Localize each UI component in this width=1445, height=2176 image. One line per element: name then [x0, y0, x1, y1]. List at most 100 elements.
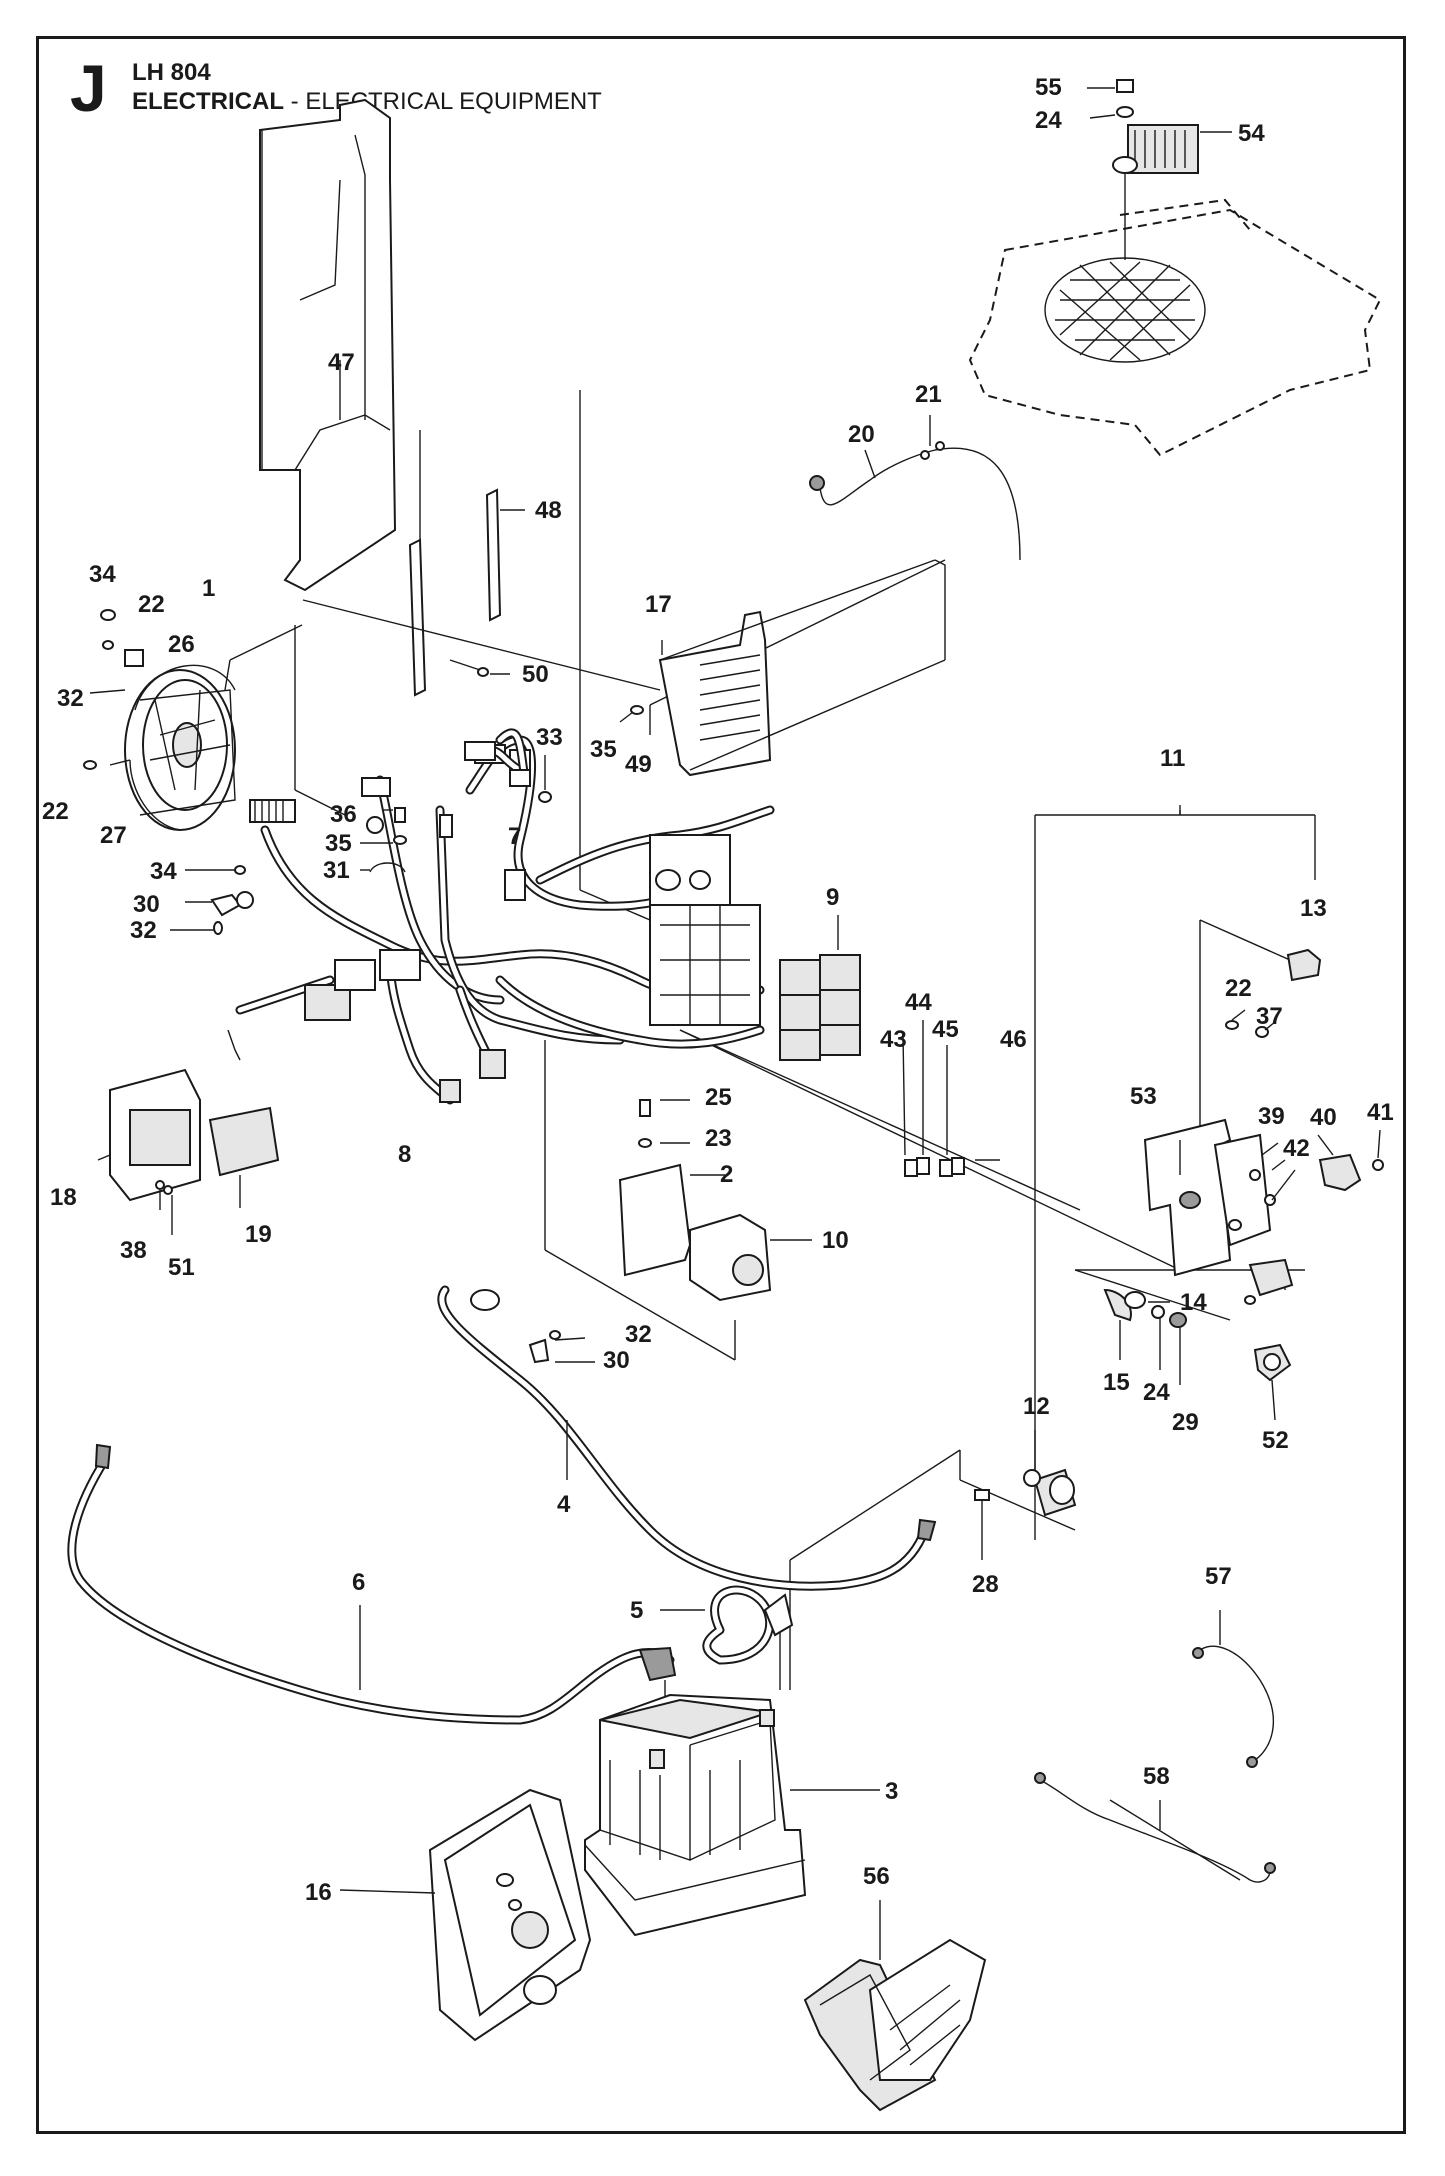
leader-lines: [294, 390, 1316, 1690]
callout-37: 37: [1256, 1003, 1283, 1030]
callout-24: 24: [1035, 107, 1062, 134]
callout-54: 54: [1238, 120, 1265, 147]
part-6-cable: [67, 1443, 677, 1790]
callout-53: 53: [1130, 1083, 1157, 1110]
callout-58: 58: [1143, 1763, 1170, 1790]
callout-23: 23: [705, 1125, 732, 1152]
part-17-module: [619, 559, 946, 777]
part-54-regulator: [1087, 79, 1232, 260]
part-3-battery: [584, 1693, 880, 1937]
callout-22b: 22: [42, 798, 69, 825]
callout-30b: 30: [603, 1347, 630, 1374]
callout-1: 1: [202, 575, 215, 602]
callout-49: 49: [625, 751, 652, 778]
callout-34b: 34: [150, 858, 177, 885]
callout-51: 51: [168, 1254, 195, 1281]
part-16-terminal-cover: [339, 1788, 592, 2042]
callout-45: 45: [932, 1016, 959, 1043]
callout-28: 28: [972, 1571, 999, 1598]
callout-3: 3: [885, 1778, 898, 1805]
callout-20: 20: [848, 421, 875, 448]
callout-40: 40: [1310, 1104, 1337, 1131]
callout-34: 34: [89, 561, 116, 588]
part-12-switch: [974, 1430, 1077, 1560]
callout-39: 39: [1258, 1103, 1285, 1130]
callout-4: 4: [557, 1491, 571, 1518]
callout-38: 38: [120, 1237, 147, 1264]
callout-32c: 32: [625, 1321, 652, 1348]
part-40-41: [1317, 1129, 1384, 1192]
callout-14: 14: [1180, 1289, 1207, 1316]
part-13: [1286, 948, 1322, 982]
callout-15: 15: [1103, 1369, 1130, 1396]
hardware-37-22: [1225, 1009, 1276, 1038]
callout-17: 17: [645, 591, 672, 618]
model-name: LH 804: [132, 59, 211, 86]
hardware-36-35-31: [360, 807, 407, 873]
callout-47: 47: [328, 349, 355, 376]
callout-21: 21: [915, 381, 942, 408]
callout-2: 2: [720, 1161, 733, 1188]
part-1-fan: [124, 624, 303, 831]
callout-19: 19: [245, 1221, 272, 1248]
callout-25: 25: [705, 1084, 732, 1111]
callout-57: 57: [1205, 1563, 1232, 1590]
callout-35: 35: [590, 736, 617, 763]
callout-26: 26: [168, 631, 195, 658]
callout-36: 36: [330, 801, 357, 828]
part-2-10-solenoid: [618, 1099, 812, 1302]
page-frame: [36, 36, 1406, 2134]
part-53-bracket: [1143, 1118, 1296, 1277]
callout-52: 52: [1262, 1427, 1289, 1454]
part-7-33-cable: [464, 728, 552, 803]
part-50-rod: [449, 659, 510, 677]
callout-41: 41: [1367, 1099, 1394, 1126]
callout-31: 31: [323, 857, 350, 884]
callout-42: 42: [1283, 1135, 1310, 1162]
callout-9: 9: [826, 884, 839, 911]
callout-55: 55: [1035, 74, 1062, 101]
title-category: ELECTRICAL: [132, 88, 284, 115]
hardware-left: [83, 609, 254, 935]
callout-10: 10: [822, 1227, 849, 1254]
part-57-58-leads: [1034, 1610, 1276, 1883]
callout-33: 33: [536, 724, 563, 751]
part-4-cable: [437, 1285, 937, 1591]
callout-5: 5: [630, 1597, 643, 1624]
callout-27: 27: [100, 822, 127, 849]
callout-7: 7: [508, 823, 521, 850]
callout-43: 43: [880, 1026, 907, 1053]
callout-13: 13: [1300, 895, 1327, 922]
part-47-cover: [259, 98, 397, 592]
part-48-bracket: [408, 430, 525, 697]
callout-50: 50: [522, 661, 549, 688]
parts-43-46-clips: [902, 1020, 1000, 1177]
callout-32b: 32: [130, 917, 157, 944]
part-20-21-lead: [809, 415, 1021, 561]
part-9-relay-block: [649, 834, 861, 1061]
part-5-cable: [660, 1585, 794, 1690]
callout-32: 32: [57, 685, 84, 712]
parts-14-15-24-29-52: [1103, 1258, 1294, 1421]
callout-6: 6: [352, 1569, 365, 1596]
callout-46: 46: [1000, 1026, 1027, 1053]
part-56-tool: [803, 1900, 987, 2112]
callout-56: 56: [863, 1863, 890, 1890]
callout-35b: 35: [325, 830, 352, 857]
callout-22c: 22: [1225, 975, 1252, 1002]
callout-22: 22: [138, 591, 165, 618]
callout-18: 18: [50, 1184, 77, 1211]
section-letter: J: [70, 51, 107, 125]
callout-12: 12: [1023, 1393, 1050, 1420]
callout-labels: 55 24 54 47 21 20 48 34 22 1 17 26 50 32…: [42, 74, 1394, 1906]
callout-29: 29: [1172, 1409, 1199, 1436]
callout-24b: 24: [1143, 1379, 1170, 1406]
callout-30: 30: [133, 891, 160, 918]
callout-11: 11: [1160, 745, 1185, 772]
callout-16: 16: [305, 1879, 332, 1906]
callout-8: 8: [398, 1141, 411, 1168]
part-18-19-box: [97, 1029, 280, 1235]
frame-plate-outline: [968, 198, 1382, 457]
callout-44: 44: [905, 989, 932, 1016]
